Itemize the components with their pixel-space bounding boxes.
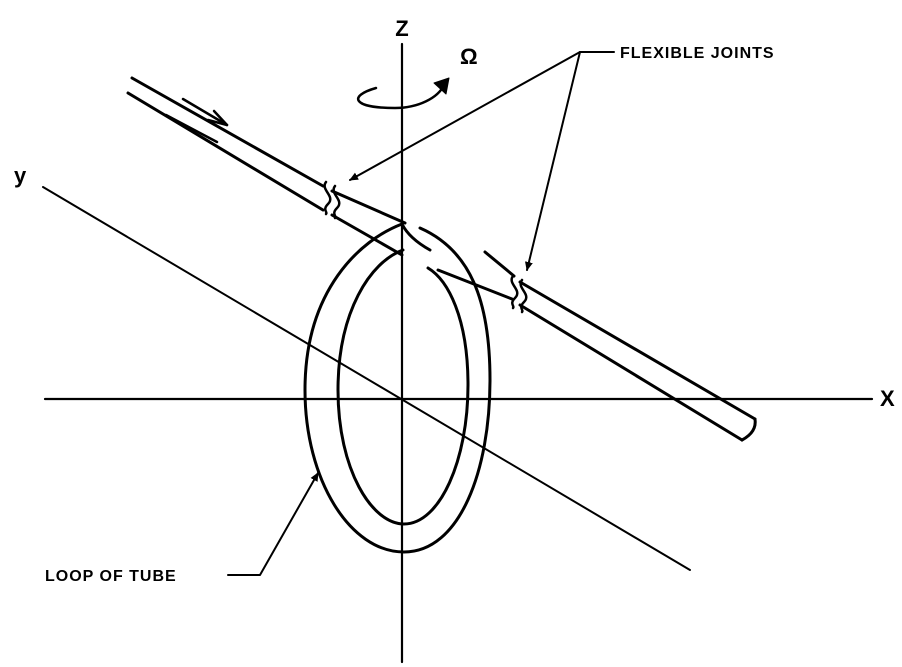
flexible-joint-right-2 <box>519 278 528 314</box>
rotation-arrowhead <box>433 77 450 95</box>
flexible-joints-leader-right <box>525 51 581 271</box>
rotation-omega-label: Ω <box>460 44 478 69</box>
flexible-joint-right <box>510 274 519 310</box>
rotation-arrow <box>356 83 446 110</box>
tube-wall-right-upper <box>518 280 757 421</box>
flexible-joint-left <box>323 180 332 216</box>
flexible-joints-label: FLEXIBLE JOINTS <box>620 45 775 62</box>
y-axis-label: y <box>14 163 27 188</box>
tube-loop-outer <box>303 222 492 554</box>
flexible-joints-leader-left <box>349 51 581 181</box>
z-axis-label: Z <box>395 16 408 41</box>
flexible-joint-left-2 <box>332 184 341 220</box>
x-axis-label: X <box>880 386 895 411</box>
tube-loop-bend <box>400 222 432 252</box>
tube-wall-upper-right <box>330 189 407 225</box>
tube-wall-right-lower <box>518 303 744 442</box>
loop-of-tube-leader <box>227 472 319 576</box>
tube-wall-upper-left <box>130 76 325 188</box>
tube-loop-inner <box>336 248 470 526</box>
y-axis <box>42 186 691 571</box>
tube-wall-right-lower-2 <box>483 250 516 278</box>
tube-wall-lower-left <box>126 91 325 212</box>
flow-arrow-upper <box>181 97 229 127</box>
tube-end-cap <box>740 417 757 442</box>
loop-of-tube-label: LOOP OF TUBE <box>45 568 177 585</box>
flow-arrow-upper-head <box>206 109 229 127</box>
tube-wall-lower-mid <box>330 213 404 257</box>
